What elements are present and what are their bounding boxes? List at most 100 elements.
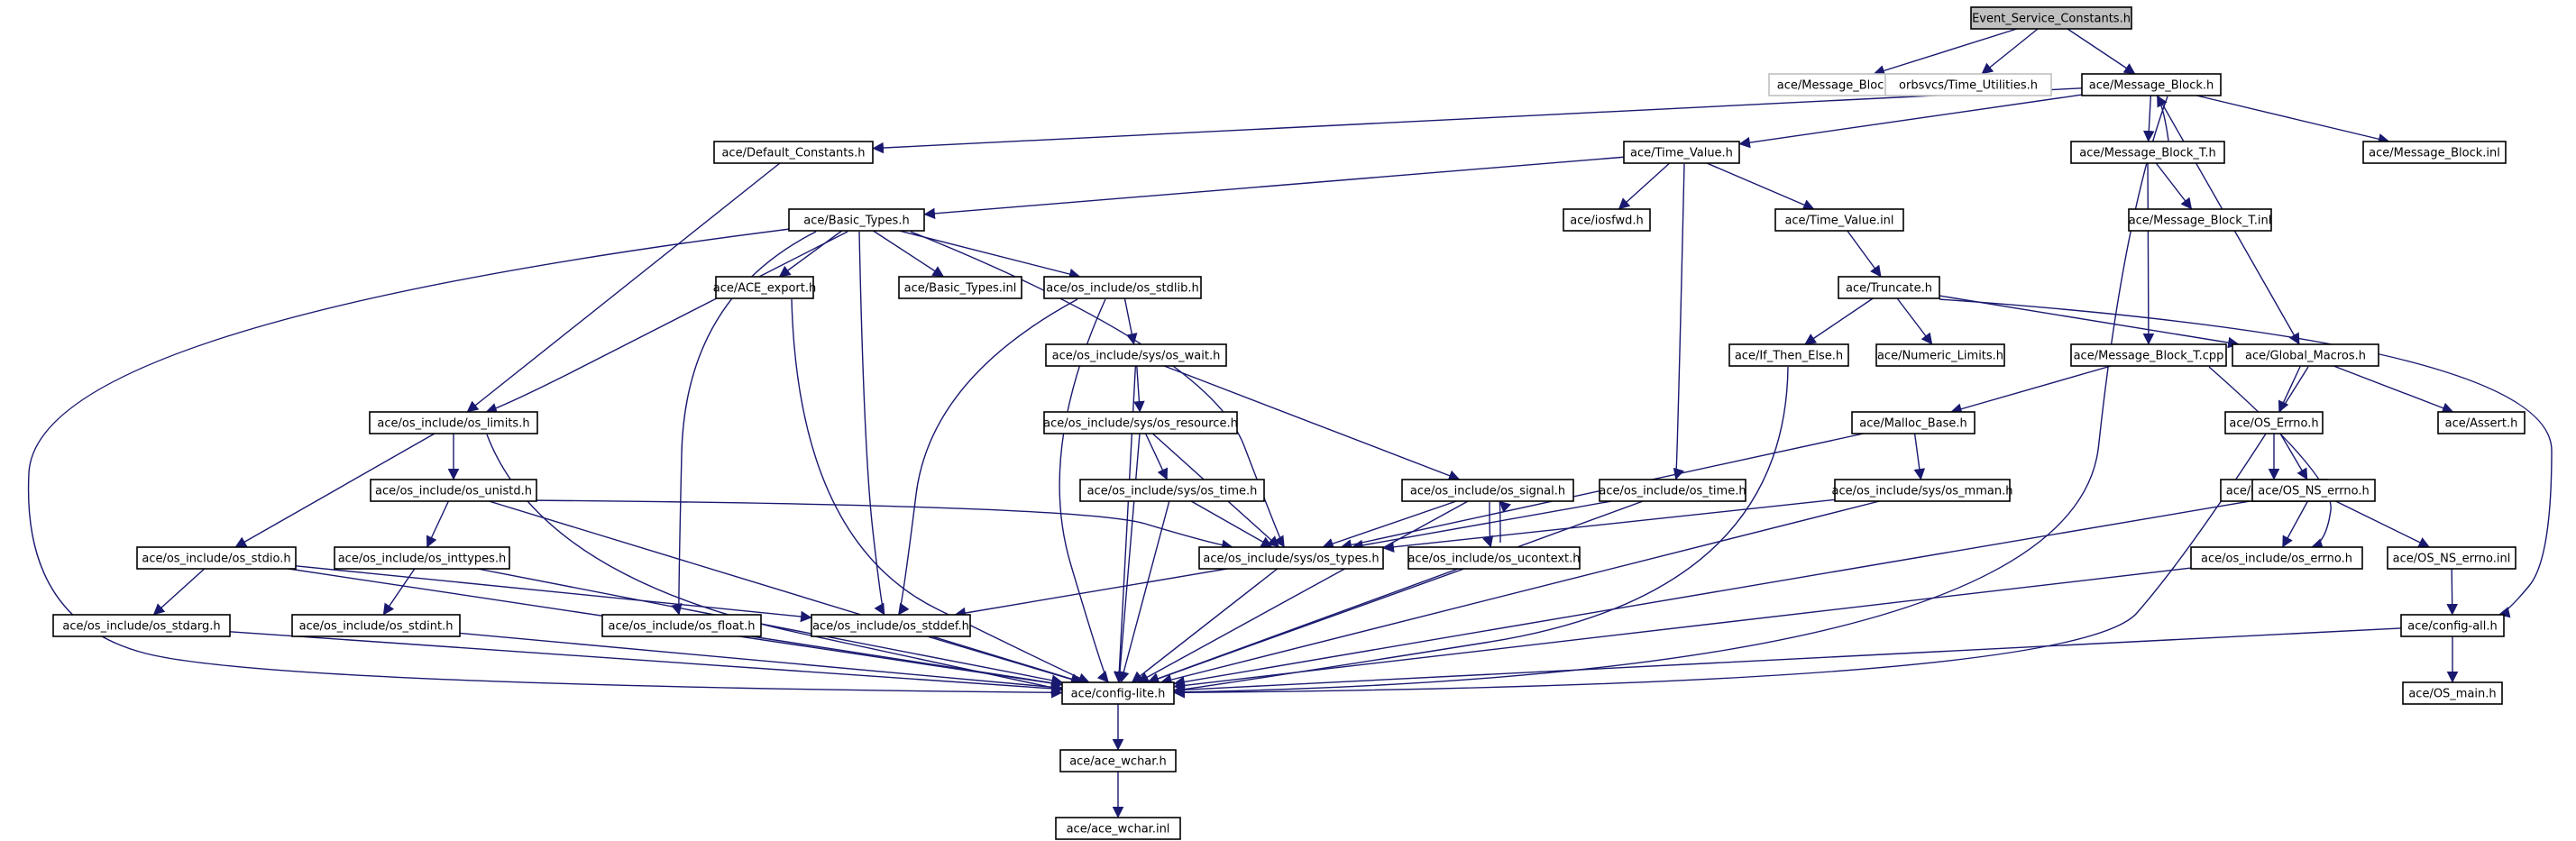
edge-global_macros-to-config_lite [1173,366,2309,699]
node-os_stdint[interactable]: ace/os_include/os_stdint.h [291,614,461,637]
node-sys_time[interactable]: ace/os_include/sys/os_time.h [1079,479,1265,502]
node-box [1599,479,1746,502]
node-default_const[interactable]: ace/Default_Constants.h [713,141,874,164]
edge-os_mman-to-config_lite [1160,500,1880,686]
node-ace_wchar[interactable]: ace/ace_wchar.h [1059,749,1177,772]
node-os_float[interactable]: ace/os_include/os_float.h [601,614,762,637]
node-if_then[interactable]: ace/If_Then_Else.h [1728,343,1849,367]
node-label: ace/OS_NS_errno.inl [2393,553,2511,566]
node-ns_errno_inl[interactable]: ace/OS_NS_errno.inl [2387,546,2516,570]
node-ace_wchar_inl[interactable]: ace/ace_wchar.inl [1055,817,1181,840]
node-label: ace/Message_Block.h [1777,79,1902,93]
edge-os_stdlib-to-config_lite [1059,298,1110,683]
edge-os_ucontext-to-os_signal [1499,500,1511,544]
node-config_lite[interactable]: ace/config-lite.h [1061,681,1175,705]
node-os_unistd[interactable]: ace/os_include/os_unistd.h [370,479,537,502]
node-label: orbsvcs/Time_Utilities.h [1899,79,2038,93]
node-label: ace/Message_Block_T.cpp [2074,350,2224,363]
node-os_stdio[interactable]: ace/os_include/os_stdio.h [136,546,297,570]
edge-os_limits-to-config_lite [486,434,1063,695]
node-os_stdarg[interactable]: ace/os_include/os_stdarg.h [52,614,231,637]
node-box [1198,546,1384,570]
node-basic_types[interactable]: ace/Basic_Types.h [788,208,925,232]
node-box [1043,411,1238,434]
node-box [2437,411,2526,434]
node-os_time[interactable]: ace/os_include/os_time.h [1599,479,1746,502]
node-label: ace/Numeric_Limits.h [1877,350,2003,363]
node-mbt[interactable]: ace/Message_Block_T.h [2070,141,2225,164]
node-assert[interactable]: ace/Assert.h [2437,411,2526,434]
edge-os_stdlib-to-os_wait [1123,297,1138,345]
node-os_stddef[interactable]: ace/os_include/os_stddef.h [811,614,971,637]
node-label: ace/os_include/os_time.h [1599,485,1746,498]
edge-root-to-mb_plain [1873,28,2018,77]
node-box [1774,208,1904,232]
edge-os_unistd-to-config_lite [489,500,1084,685]
node-numeric[interactable]: ace/Numeric_Limits.h [1875,343,2005,367]
node-os_resource[interactable]: ace/os_include/sys/os_resource.h [1043,411,1238,434]
node-os_types[interactable]: ace/os_include/sys/os_types.h [1198,546,1384,570]
node-label: ace/config-lite.h [1071,688,1166,701]
node-bt_inl[interactable]: ace/Basic_Types.inl [898,276,1022,299]
node-os_wait[interactable]: ace/os_include/sys/os_wait.h [1045,343,1227,367]
node-mb_inl[interactable]: ace/Message_Block.inl [2362,141,2507,164]
edge-global_macros-to-os_errno_h [2278,365,2302,413]
node-ns_errno[interactable]: ace/OS_NS_errno.h [2251,479,2376,502]
node-box [1061,681,1175,705]
node-label: ace/Message_Block.h [2089,79,2214,93]
node-label: ace/Basic_Types.inl [904,282,1017,296]
node-mbt_cpp[interactable]: ace/Message_Block_T.cpp [2070,343,2227,367]
node-box [2070,343,2227,367]
node-time_util[interactable]: orbsvcs/Time_Utilities.h [1884,73,2052,96]
edge-time_value-to-tv_inl [1706,162,1815,211]
node-iosfwd[interactable]: ace/iosfwd.h [1563,208,1651,232]
node-box [1834,479,2011,502]
node-box [1407,546,1581,570]
node-truncate[interactable]: ace/Truncate.h [1838,276,1940,299]
node-label: ace/os_include/os_inttypes.h [338,553,507,566]
node-os_errno_h[interactable]: ace/OS_Errno.h [2224,411,2324,434]
edge-os_stddef-to-config_lite [927,635,1083,685]
node-malloc_base[interactable]: ace/Malloc_Base.h [1851,411,1976,434]
node-os_ucontext[interactable]: ace/os_include/os_ucontext.h [1407,546,1581,570]
edge-ns_errno-to-os_errno_inc [2281,500,2309,548]
edge-mbt-to-mb [2156,95,2169,142]
node-box [369,411,538,434]
node-ace_export[interactable]: ace/ACE_export.h [713,276,816,299]
node-box [1851,411,1976,434]
node-box [1059,749,1177,772]
node-os_signal[interactable]: ace/os_include/os_signal.h [1401,479,1574,502]
node-box [788,208,925,232]
node-os_main[interactable]: ace/OS_main.h [2402,681,2503,705]
node-time_value[interactable]: ace/Time_Value.h [1623,141,1740,164]
node-label: ace/os_include/os_stdint.h [299,620,454,634]
node-os_limits[interactable]: ace/os_include/os_limits.h [369,411,538,434]
node-global_macros[interactable]: ace/Global_Macros.h [2232,343,2379,367]
edge-os_resource-to-config_lite [1114,433,1141,683]
edge-os_stdlib-to-os_stddef [897,298,1078,616]
edge-os_wait-to-os_signal [1163,365,1461,481]
node-box [370,479,537,502]
node-label: ace/os_include/os_stdio.h [142,553,290,566]
node-os_errno_inc[interactable]: ace/os_include/os_errno.h [2190,546,2363,570]
node-box [2362,141,2507,164]
node-mb[interactable]: ace/Message_Block.h [2081,73,2222,96]
node-label: ace/Assert.h [2445,417,2518,431]
node-os_stdlib[interactable]: ace/os_include/os_stdlib.h [1043,276,1202,299]
node-label: ace/os_include/os_stdlib.h [1046,282,1198,296]
node-os_inttypes[interactable]: ace/os_include/os_inttypes.h [334,546,510,570]
node-root[interactable]: Event_Service_Constants.h [1970,6,2132,30]
edge-ace_export-to-config_lite [791,298,1090,684]
node-config_all[interactable]: ace/config-all.h [2400,614,2505,637]
node-box [1563,208,1651,232]
node-label: ace/os_include/os_stddef.h [812,620,969,634]
node-box [1838,276,1940,299]
edge-mb-to-mbt [2142,95,2155,142]
node-box [52,614,231,637]
edge-os_mman-to-os_types [1382,498,1836,553]
node-mbt_inl[interactable]: ace/Message_Block_T.inl [2128,208,2272,232]
node-tv_inl[interactable]: ace/Time_Value.inl [1774,208,1904,232]
node-os_mman[interactable]: ace/os_include/sys/os_mman.h [1832,479,2013,502]
node-box [1970,6,2132,30]
